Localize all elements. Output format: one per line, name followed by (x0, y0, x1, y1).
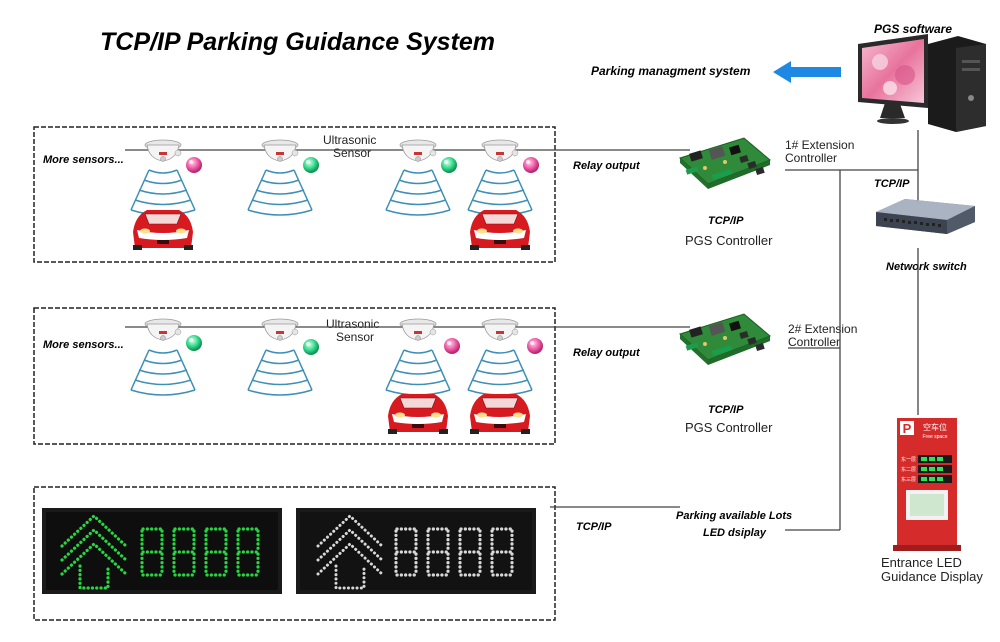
pgs-controller-label: PGS Controller (685, 420, 773, 435)
connection-lines (125, 130, 919, 531)
available-lots-label: LED dsiplay (703, 527, 766, 539)
sensor-zone-1 (33, 126, 556, 263)
extension-controller-label: Controller (785, 151, 838, 165)
extension-controller-label: 1# Extension (785, 138, 855, 152)
ultrasonic-sensor-label: Sensor (336, 330, 375, 344)
controller-tcpip-label: TCP/IP (708, 215, 744, 227)
data-flow-arrow (773, 61, 841, 83)
page-title: TCP/IP Parking Guidance System (100, 28, 496, 56)
zone-1-devices (130, 137, 771, 251)
sign-row-label: 东二层 (901, 466, 916, 473)
entrance-display-label: Entrance LED (881, 555, 962, 570)
display-tcpip-label: TCP/IP (576, 521, 612, 533)
relay-output-label: Relay output (573, 347, 640, 359)
network-switch-label: Network switch (886, 261, 967, 273)
more-sensors-label: More sensors... (43, 154, 124, 166)
pgs-software-label: PGS software (874, 22, 953, 36)
led-panel-off (296, 508, 536, 594)
sign-row-label: 东一层 (901, 456, 916, 463)
parking-management-label: Parking managment system (591, 64, 751, 78)
zone-2-devices (130, 313, 771, 435)
relay-output-label: Relay output (573, 160, 640, 172)
controller-tcpip-label: TCP/IP (708, 404, 744, 416)
computer-icon (858, 34, 986, 132)
pgs-controller-label: PGS Controller (685, 233, 773, 248)
network-tcpip-label: TCP/IP (874, 178, 910, 190)
network-switch-icon (876, 199, 975, 234)
entrance-display-label: Guidance Display (881, 569, 983, 584)
sign-row-label: 东三层 (901, 476, 916, 483)
svg-text:P: P (903, 421, 912, 436)
display-zone (33, 486, 556, 621)
available-lots-label: Parking available Lots (676, 510, 793, 522)
ultrasonic-sensor-label: Ultrasonic (323, 133, 377, 147)
sign-subheader: Free space (922, 434, 947, 440)
more-sensors-label: More sensors... (43, 339, 124, 351)
led-panel-active (42, 508, 282, 594)
sign-header: 空车位 (923, 422, 947, 432)
sensor-zone-2 (33, 307, 556, 445)
entrance-guidance-sign: P 空车位 Free space 东一层 东二层 东三层 (893, 418, 961, 551)
extension-controller-label: Controller (788, 335, 841, 349)
